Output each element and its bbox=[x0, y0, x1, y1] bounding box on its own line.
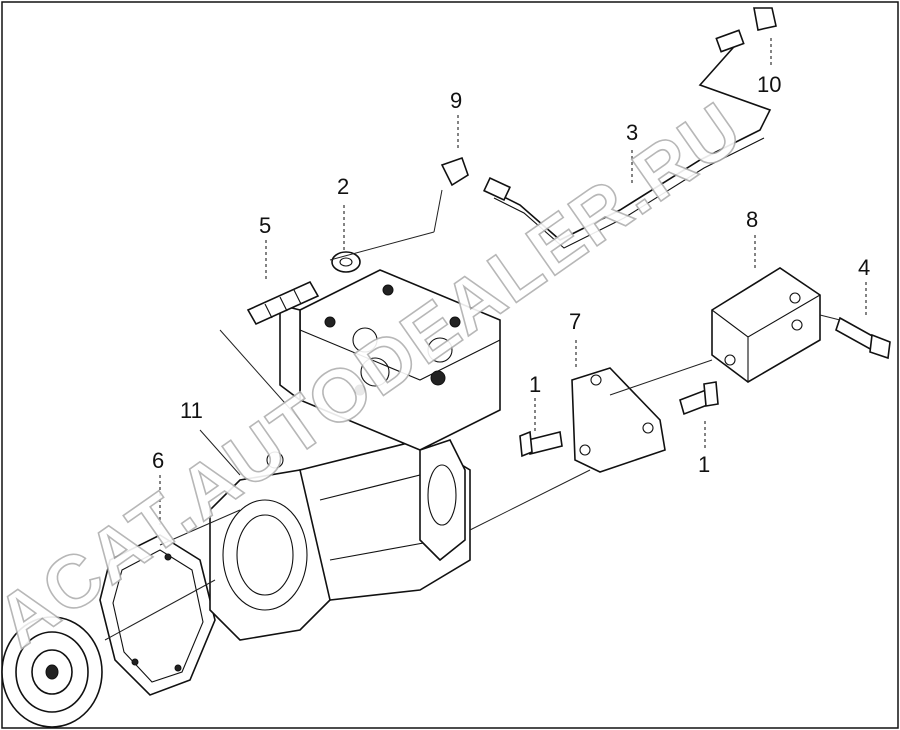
callout-1-left: 1 bbox=[529, 372, 541, 397]
mounting-block bbox=[711, 267, 821, 383]
side-valve bbox=[419, 439, 466, 562]
callout-2: 2 bbox=[337, 174, 349, 199]
callout-10: 10 bbox=[757, 72, 781, 97]
callout-3: 3 bbox=[626, 120, 638, 145]
leader-arrows bbox=[159, 35, 867, 525]
callout-1-right: 1 bbox=[698, 452, 710, 477]
assembly-guides bbox=[104, 189, 841, 641]
callout-4: 4 bbox=[858, 255, 870, 280]
elbow-fitting bbox=[440, 156, 469, 187]
gasket bbox=[99, 534, 216, 696]
pulley bbox=[1, 616, 103, 728]
air-pipe bbox=[483, 29, 772, 249]
callout-11: 11 bbox=[180, 398, 203, 423]
callout-7: 7 bbox=[569, 309, 581, 334]
cylinder-head bbox=[279, 269, 501, 451]
callout-8: 8 bbox=[746, 207, 758, 232]
callout-6: 6 bbox=[152, 448, 164, 473]
callout-9: 9 bbox=[450, 88, 462, 113]
straight-fitting bbox=[753, 7, 777, 31]
bolt-top-right bbox=[835, 316, 891, 360]
bolt-right bbox=[679, 381, 719, 416]
stud bbox=[246, 280, 320, 326]
nut bbox=[331, 251, 361, 273]
bolt-left bbox=[519, 430, 563, 458]
callout-5: 5 bbox=[259, 213, 271, 238]
bracket bbox=[571, 367, 666, 473]
